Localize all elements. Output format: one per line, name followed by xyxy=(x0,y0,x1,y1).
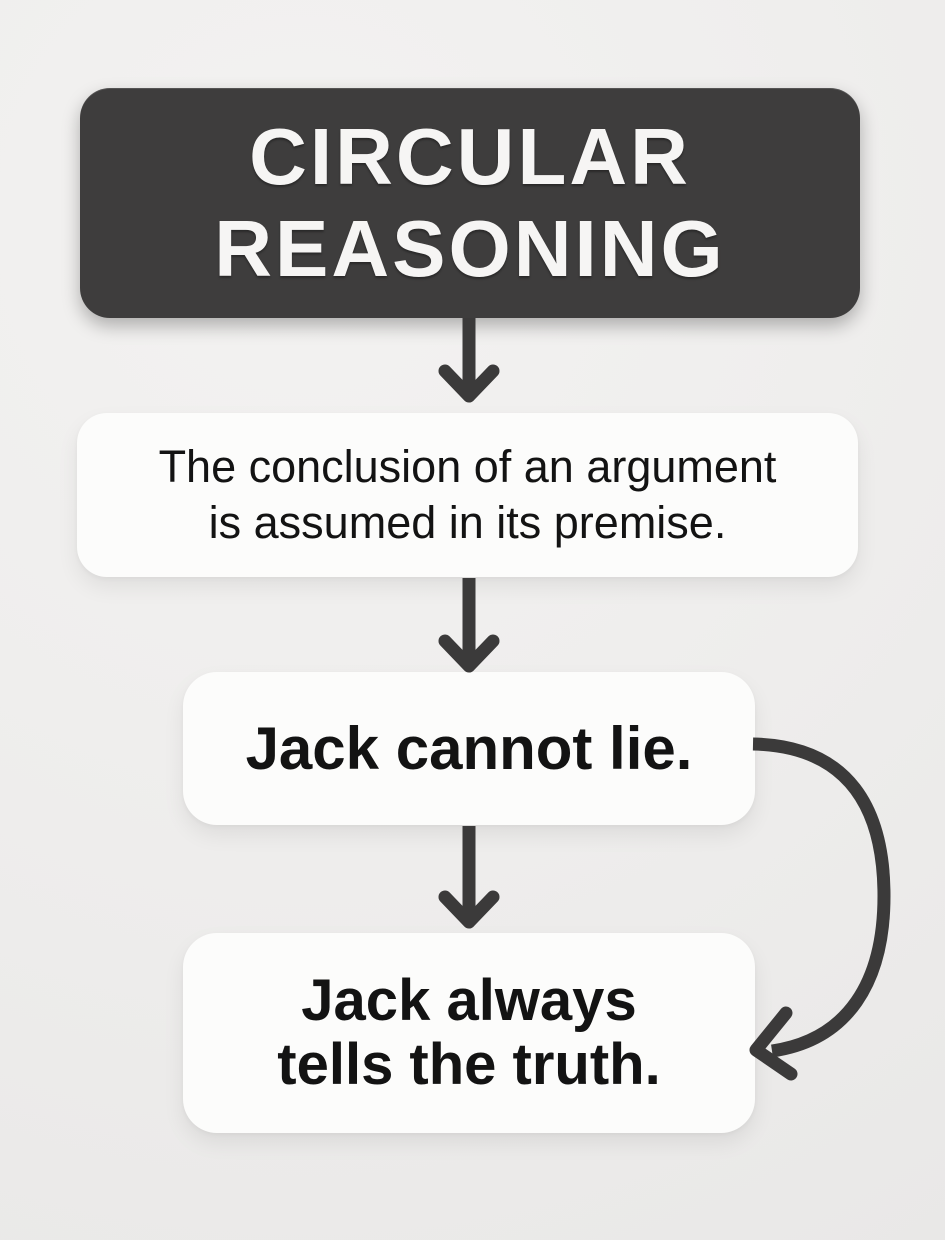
conclusion-line-2: tells the truth. xyxy=(277,1032,661,1097)
loop-arrow-icon xyxy=(749,737,891,1081)
page-title-line-1: CIRCULAR xyxy=(249,112,691,201)
premise-box: Jack cannot lie. xyxy=(183,672,755,825)
definition-box: The conclusion of an argument is assumed… xyxy=(77,413,858,577)
conclusion-box: Jack always tells the truth. xyxy=(183,933,755,1133)
down-arrow-icon xyxy=(438,578,500,673)
down-arrow-icon xyxy=(438,826,500,929)
premise-text: Jack cannot lie. xyxy=(245,714,693,782)
conclusion-line-1: Jack always xyxy=(301,968,637,1033)
definition-line-1: The conclusion of an argument xyxy=(158,441,777,492)
down-arrow-icon xyxy=(438,318,500,403)
title-box: CIRCULAR REASONING xyxy=(80,88,860,318)
definition-line-2: is assumed in its premise. xyxy=(208,497,727,548)
page-title-line-2: REASONING xyxy=(214,204,726,293)
